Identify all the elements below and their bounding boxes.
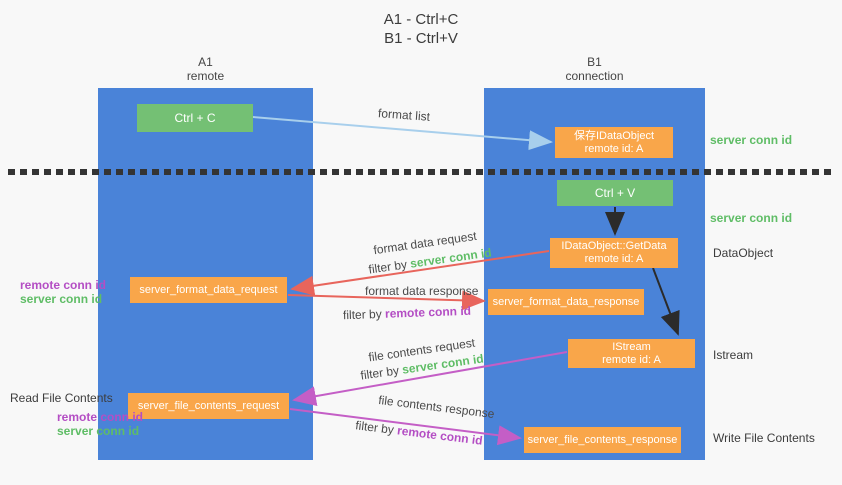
box-ctrl-c: Ctrl + C <box>137 104 253 132</box>
box-server-file-contents-request: server_file_contents_request <box>128 393 289 419</box>
column-a-name: A1 <box>198 55 213 69</box>
diagram-title: A1 - Ctrl+C B1 - Ctrl+V <box>300 10 542 48</box>
file-contents-response-label: file contents response <box>377 392 496 422</box>
remote-conn-id-label-1: remote conn id <box>20 278 107 292</box>
title-line-2: B1 - Ctrl+V <box>384 30 458 47</box>
filter-by-text: filter by <box>359 362 404 383</box>
remote-conn-id-text: remote conn id <box>396 423 484 448</box>
format-data-response-filter: filter by remote conn id <box>343 304 471 322</box>
box-istream: IStream remote id: A <box>568 339 695 368</box>
box-save-idataobject: 保存IDataObject remote id: A <box>555 127 673 158</box>
server-file-contents-request-label: server_file_contents_request <box>137 399 280 412</box>
save-idataobject-line2: remote id: A <box>584 142 644 155</box>
column-b-header: B1 connection <box>484 55 705 83</box>
write-file-contents-label: Write File Contents <box>713 431 815 445</box>
filter-by-text: filter by <box>342 306 386 323</box>
format-list-label: format list <box>377 106 431 124</box>
istream-line1: IStream <box>612 340 651 353</box>
separator-dotted-line <box>8 169 832 175</box>
file-contents-response-filter: filter by remote conn id <box>355 418 484 447</box>
server-format-data-response-label: server_format_data_response <box>492 295 640 308</box>
server-conn-id-label-top: server conn id <box>710 133 793 147</box>
istream-label: Istream <box>713 348 754 362</box>
box-getdata: IDataObject::GetData remote id: A <box>550 238 678 268</box>
format-data-response-label: format data response <box>365 284 479 298</box>
istream-line2: remote id: A <box>602 353 661 366</box>
column-a-header: A1 remote <box>98 55 313 83</box>
server-conn-id-label-mid: server conn id <box>710 211 793 225</box>
column-b-role: connection <box>565 69 624 83</box>
box-server-file-contents-response: server_file_contents_response <box>524 427 681 453</box>
save-idataobject-line1: 保存IDataObject <box>573 129 655 142</box>
column-b-name: B1 <box>587 55 602 69</box>
dataobject-label: DataObject <box>713 246 774 260</box>
remote-conn-id-text: remote conn id <box>384 303 472 321</box>
getdata-line2: remote id: A <box>584 253 644 265</box>
filter-by-text: filter by <box>367 256 412 277</box>
getdata-line1: IDataObject::GetData <box>561 240 667 252</box>
server-format-data-request-label: server_format_data_request <box>139 283 278 296</box>
server-conn-id-label-1: server conn id <box>20 292 103 306</box>
read-file-contents-label: Read File Contents <box>10 391 113 405</box>
column-a-role: remote <box>186 69 225 83</box>
server-file-contents-response-label: server_file_contents_response <box>527 433 678 446</box>
remote-conn-id-label-2: remote conn id <box>57 410 144 424</box>
box-server-format-data-request: server_format_data_request <box>130 277 287 303</box>
ctrl-v-label: Ctrl + V <box>594 186 636 200</box>
box-ctrl-v: Ctrl + V <box>557 180 673 206</box>
filter-by-text: filter by <box>354 418 399 438</box>
server-conn-id-label-2: server conn id <box>57 424 140 438</box>
box-server-format-data-response: server_format_data_response <box>488 289 644 315</box>
title-line-1: A1 - Ctrl+C <box>383 11 459 28</box>
ctrl-c-label: Ctrl + C <box>174 111 216 125</box>
